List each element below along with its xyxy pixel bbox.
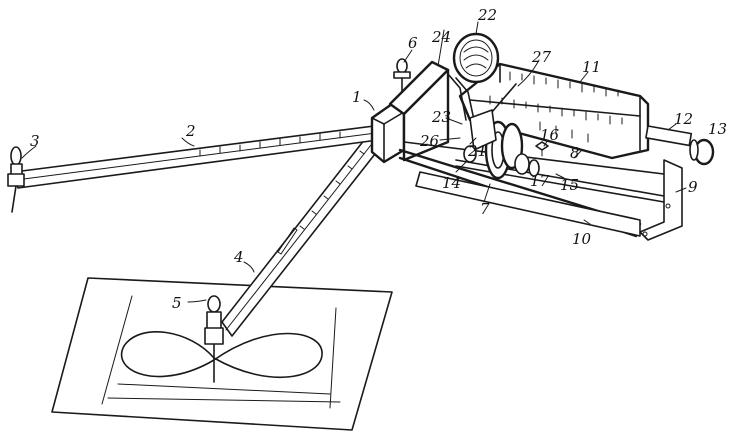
- label-22: 22: [477, 6, 497, 24]
- label-8: 8: [570, 144, 580, 162]
- set-screw-6: [393, 58, 411, 93]
- label-6: 6: [408, 34, 418, 52]
- label-17: 17: [530, 172, 550, 190]
- pole-pin-3: [7, 146, 25, 213]
- label-4: 4: [233, 248, 244, 266]
- end-bracket-9: [639, 159, 683, 241]
- label-10: 10: [572, 230, 592, 248]
- label-13: 13: [708, 120, 727, 138]
- label-12: 12: [674, 110, 693, 128]
- pivot-block-1: [370, 102, 406, 164]
- tracer-arm-4: [221, 129, 387, 337]
- label-14: 14: [442, 174, 461, 192]
- tracer-point-5: [204, 295, 224, 383]
- label-23: 23: [431, 108, 451, 126]
- drum-scale-ticks: [489, 71, 623, 143]
- label-1: 1: [352, 88, 362, 106]
- pole-arm-2: [13, 125, 379, 189]
- label-21: 21: [467, 142, 487, 160]
- label-26: 26: [419, 132, 440, 150]
- reference-numerals: 1 2 3 4 5 6 7 8 9 10 11 12 13 14 15 16 1…: [30, 6, 727, 312]
- screw-16: [535, 141, 549, 157]
- label-24: 24: [431, 28, 451, 46]
- label-16: 16: [540, 126, 560, 144]
- label-7: 7: [480, 200, 490, 218]
- label-9: 9: [688, 178, 698, 196]
- linkage-arm-24: [447, 73, 475, 121]
- knob-13: [689, 138, 715, 166]
- dial-22: [452, 32, 500, 84]
- shaft-12: [645, 125, 693, 147]
- label-15: 15: [560, 176, 579, 194]
- label-11: 11: [582, 58, 601, 76]
- label-27: 27: [531, 48, 552, 66]
- scale-ticks-arm-4: [299, 150, 365, 230]
- label-3: 3: [30, 132, 40, 150]
- collar-17: [514, 153, 540, 177]
- leader-lines: [21, 21, 687, 303]
- scale-ticks-arm-2: [199, 131, 341, 157]
- pointer-27: [491, 83, 517, 113]
- label-2: 2: [185, 122, 196, 140]
- wheel-mount-14: [463, 109, 497, 163]
- label-5: 5: [172, 294, 182, 312]
